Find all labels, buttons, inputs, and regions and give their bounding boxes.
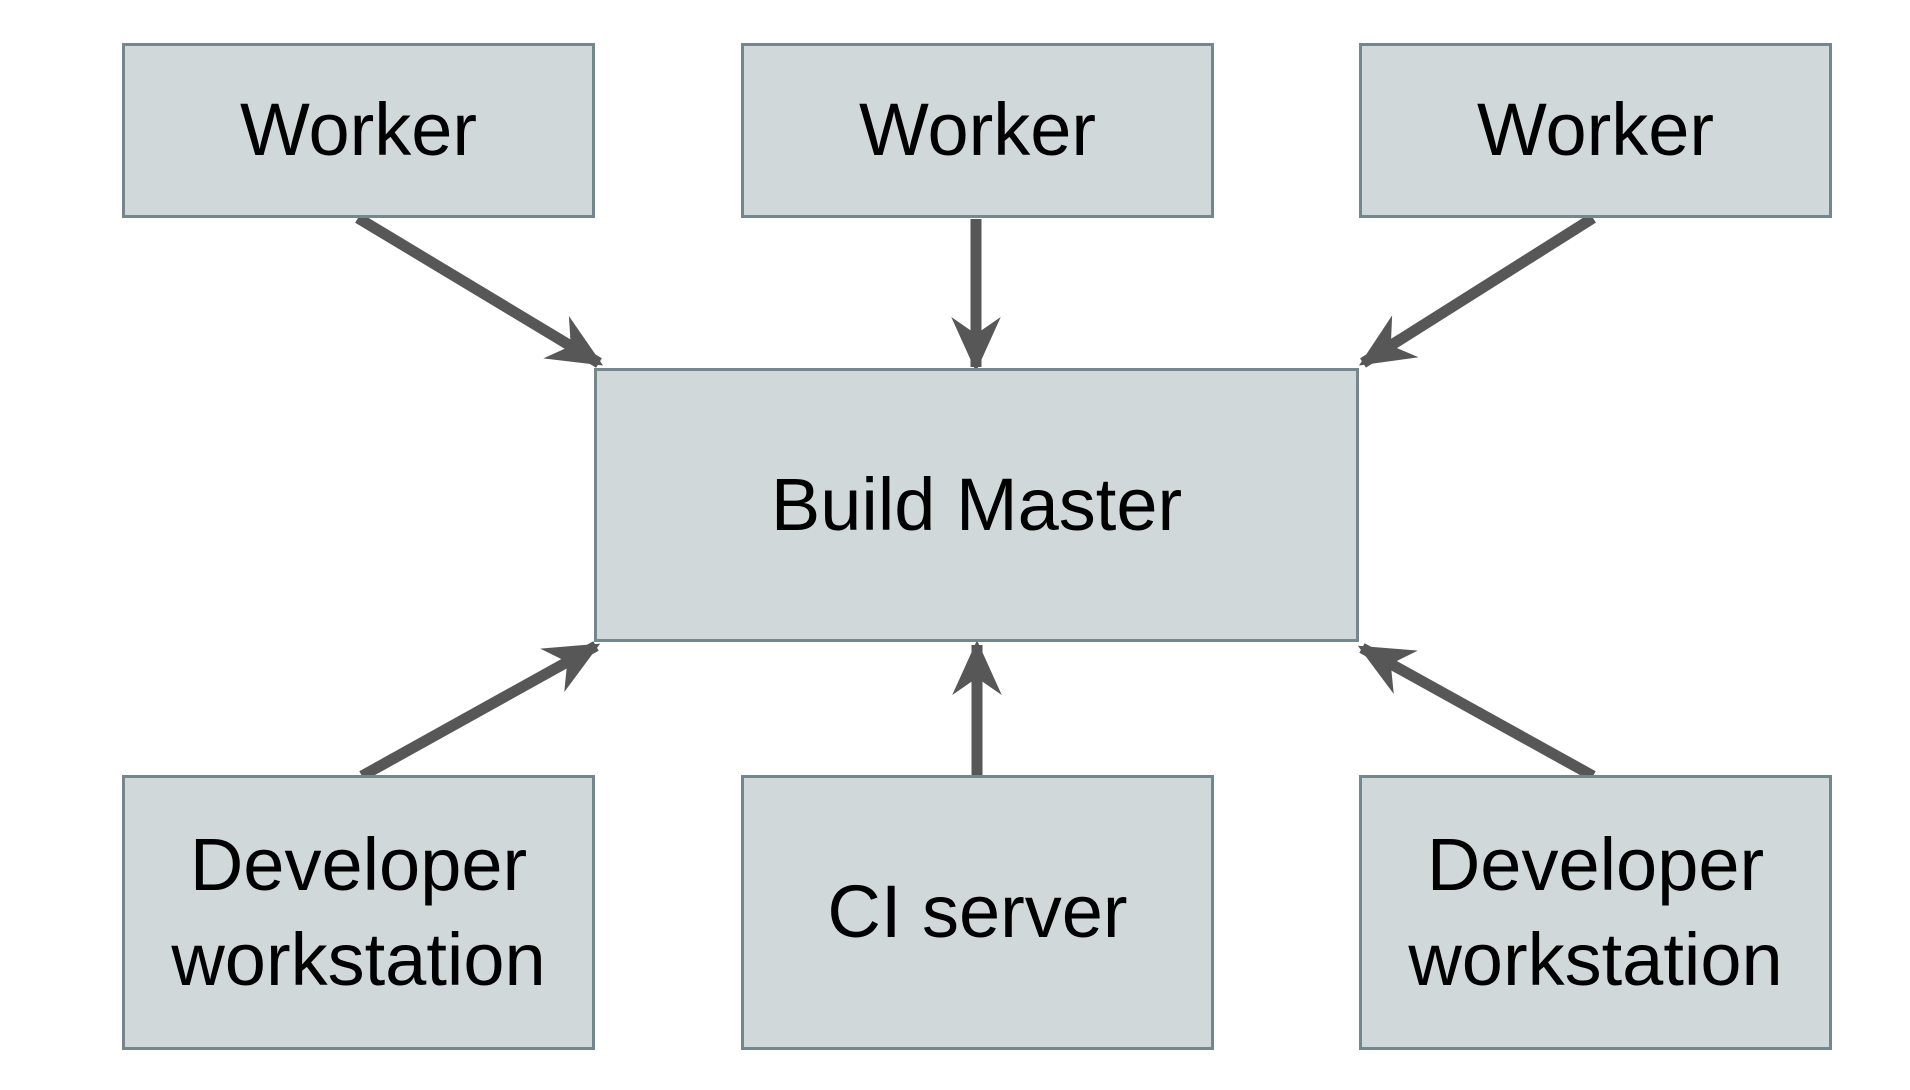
- node-developer-workstation-right-label: Developer workstation: [1408, 822, 1783, 1001]
- node-worker-3: Worker: [1359, 43, 1832, 218]
- node-developer-workstation-left-label: Developer workstation: [171, 822, 546, 1001]
- node-worker-2: Worker: [741, 43, 1214, 218]
- node-worker-1-label: Worker: [239, 88, 478, 172]
- node-worker-2-label: Worker: [858, 88, 1097, 172]
- arrow-worker-1-to-build-master: [355, 213, 604, 368]
- arrow-dev-right-to-build-master: [1357, 643, 1596, 781]
- arrow-dev-left-to-build-master: [359, 641, 601, 781]
- node-worker-3-label: Worker: [1476, 88, 1715, 172]
- node-developer-workstation-left: Developer workstation: [122, 775, 595, 1050]
- node-build-master-label: Build Master: [770, 462, 1183, 546]
- node-developer-workstation-right: Developer workstation: [1359, 775, 1832, 1050]
- node-ci-server: CI server: [741, 775, 1214, 1050]
- node-build-master: Build Master: [594, 368, 1359, 642]
- node-ci-server-label: CI server: [827, 870, 1128, 954]
- arrow-worker-3-to-build-master: [1358, 213, 1596, 368]
- node-worker-1: Worker: [122, 43, 595, 218]
